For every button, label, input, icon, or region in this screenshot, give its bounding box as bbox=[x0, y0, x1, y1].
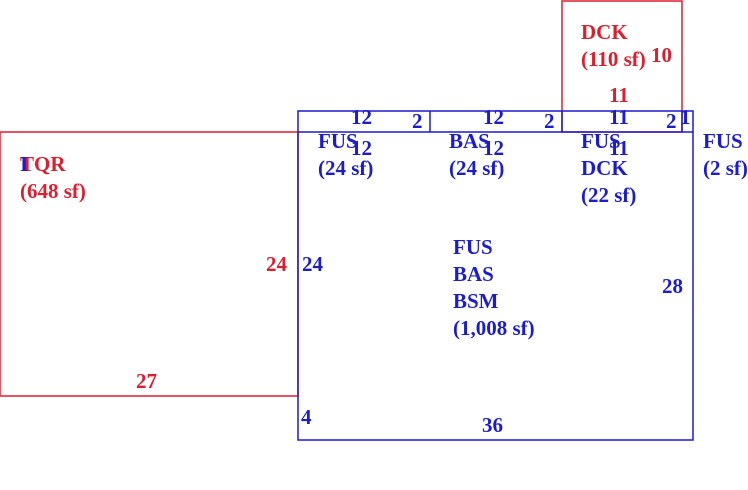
bas-area: (24 sf) bbox=[449, 156, 505, 180]
fus-right-area: (2 sf) bbox=[703, 156, 748, 180]
strip3-dim-top: 11 bbox=[609, 105, 629, 129]
bas-name: BAS bbox=[449, 129, 490, 153]
main-area-outline bbox=[297, 110, 694, 441]
fus-right-name: FUS bbox=[703, 129, 743, 153]
strip2-dim-side: 2 bbox=[544, 109, 555, 133]
strip2-dim-top: 12 bbox=[483, 105, 504, 129]
fus1-dim-bottom: 12 bbox=[351, 136, 372, 160]
fusdck-name-1: FUS bbox=[581, 129, 621, 153]
strip3-dim-side: 2 bbox=[666, 109, 677, 133]
fusdck-name-2: DCK bbox=[581, 156, 628, 180]
main-name-2: BAS bbox=[453, 262, 494, 286]
fus1-name: FUS bbox=[318, 129, 358, 153]
main-dim-left: 24 bbox=[302, 252, 323, 276]
dck-top-name: DCK bbox=[581, 20, 628, 44]
fusdck-area: (22 sf) bbox=[581, 183, 637, 207]
tqr-area: (648 sf) bbox=[20, 179, 86, 203]
tqr-overlap-letter: I bbox=[20, 152, 29, 176]
tqr-dim-left: 24 bbox=[266, 252, 287, 276]
bas-dim-bottom: 12 bbox=[483, 136, 504, 160]
strip1-dim-side: 2 bbox=[412, 109, 423, 133]
dck-top-area: (110 sf) bbox=[581, 47, 646, 71]
strip-tiny-dim: 1 bbox=[680, 105, 691, 129]
dck-top-dim-right: 10 bbox=[651, 43, 672, 67]
fus1-area: (24 sf) bbox=[318, 156, 374, 180]
tqr-dim-bottom: 27 bbox=[136, 369, 157, 393]
main-name-1: FUS bbox=[453, 235, 493, 259]
main-dim-corner: 4 bbox=[301, 405, 312, 429]
strip1-dim-top: 12 bbox=[351, 105, 372, 129]
fusdck-dim-bottom: 11 bbox=[609, 136, 629, 160]
dck-top-dim-bottom: 11 bbox=[609, 83, 629, 107]
tqr-name: TQR bbox=[20, 152, 66, 176]
main-dim-right: 28 bbox=[662, 274, 683, 298]
main-area: (1,008 sf) bbox=[453, 316, 535, 340]
main-name-3: BSM bbox=[453, 289, 499, 313]
main-dim-bottom: 36 bbox=[482, 413, 503, 437]
